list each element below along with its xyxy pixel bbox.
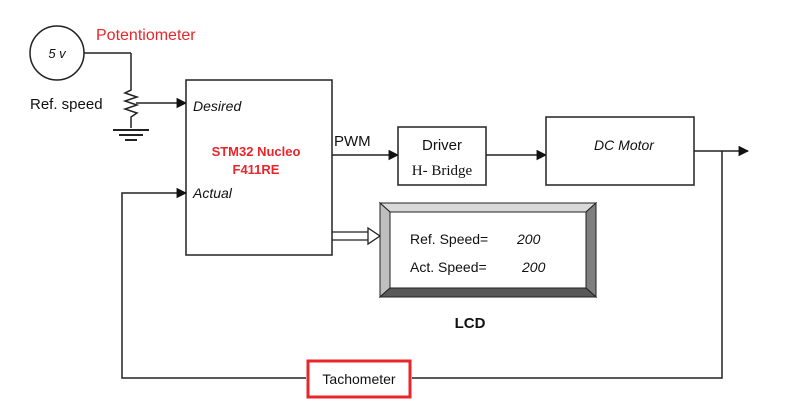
- supply-source: 5 v: [29, 25, 85, 81]
- motor-label: DC Motor: [594, 137, 655, 153]
- mcu-input-desired: Desired: [193, 98, 242, 114]
- driver-subtitle: H- Bridge: [412, 163, 473, 179]
- mcu-name-line2: F411RE: [233, 162, 280, 177]
- driver-label: Driver: [422, 137, 462, 154]
- lcd-caption: LCD: [455, 315, 486, 332]
- ref-speed-label: Ref. speed: [30, 96, 103, 113]
- mcu-to-lcd-arrow: [332, 226, 382, 246]
- lcd-display: Ref. Speed= 200 Act. Speed= 200: [378, 201, 598, 299]
- tachometer-box: [306, 359, 412, 399]
- lcd-line2-label: Act. Speed=: [410, 259, 487, 275]
- potentiometer-label: Potentiometer: [96, 27, 196, 44]
- lcd-line1-value: 200: [516, 231, 541, 247]
- driver-block: [397, 126, 487, 186]
- pwm-label: PWM: [334, 133, 371, 150]
- potentiometer-resistor: [122, 86, 140, 128]
- feedback-wire-left: [121, 187, 306, 379]
- tachometer-label: Tachometer: [322, 371, 395, 387]
- mcu-name-line1: STM32 Nucleo: [212, 144, 301, 159]
- supply-label: 5 v: [48, 46, 67, 61]
- lcd-screen: [389, 211, 587, 289]
- lcd-line1-label: Ref. Speed=: [410, 231, 488, 247]
- ground-symbol: [113, 129, 149, 141]
- lcd-line2-value: 200: [521, 259, 546, 275]
- feedback-wire-right: [412, 151, 723, 379]
- mcu-input-actual: Actual: [192, 185, 233, 201]
- mcu-block: [185, 79, 333, 256]
